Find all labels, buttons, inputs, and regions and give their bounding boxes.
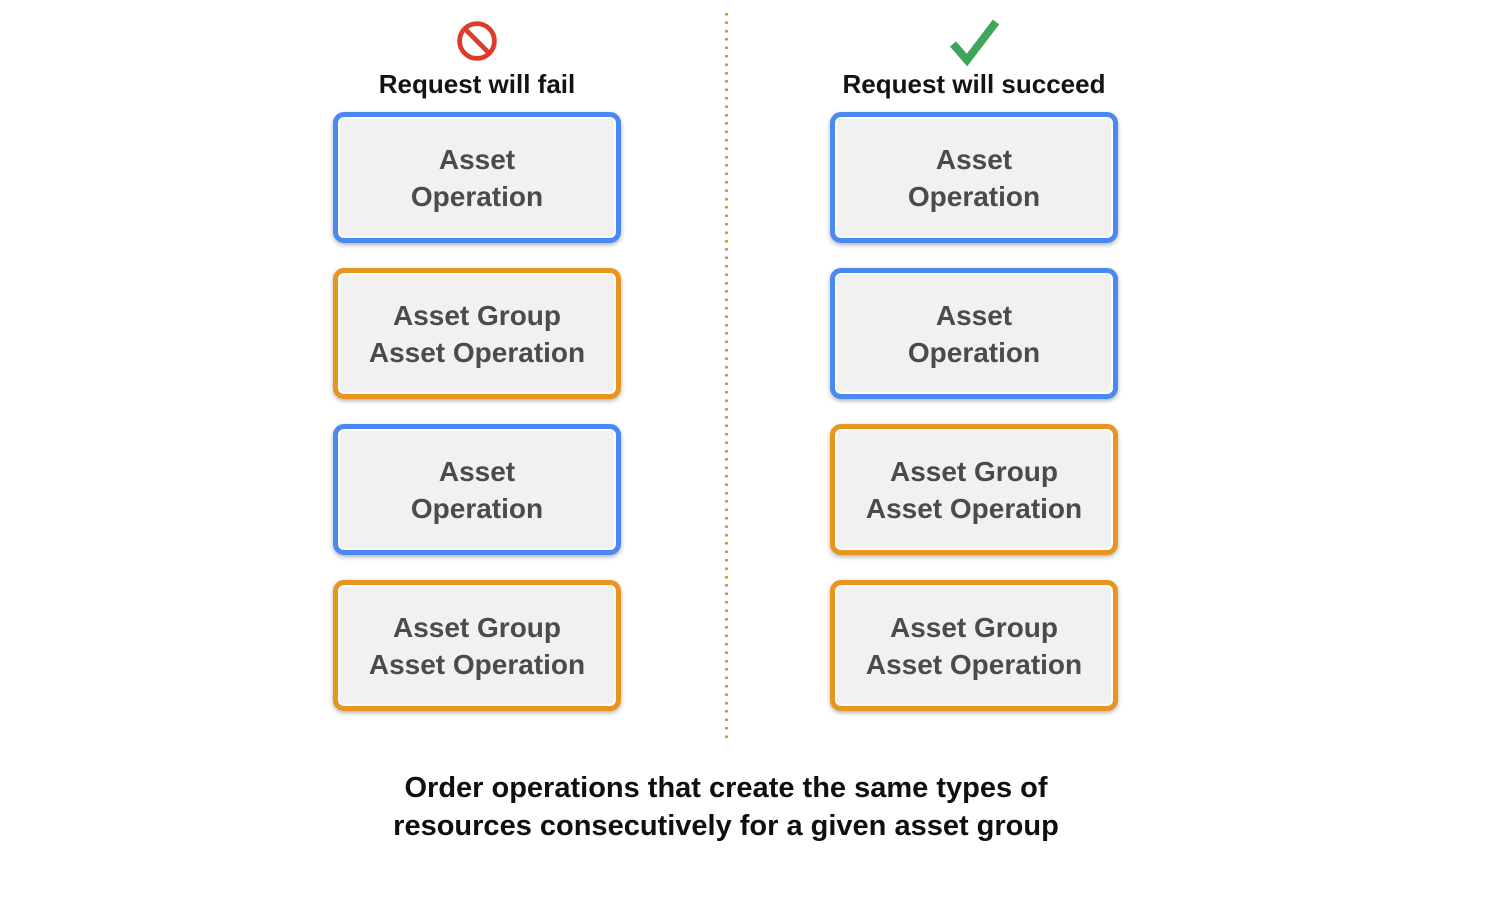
operation-box-label: Operation — [907, 336, 1041, 368]
operation-box-label: Asset Operation — [368, 648, 586, 680]
operation-box: Asset Group Asset Operation — [830, 424, 1118, 555]
fail-column-title: Request will fail — [378, 69, 576, 99]
prohibited-icon — [273, 14, 681, 68]
diagram-caption: Order operations that create the same ty… — [393, 769, 1059, 845]
succeed-column-title: Request will succeed — [842, 69, 1106, 99]
caption-line: resources consecutively for a given asse… — [393, 810, 1059, 842]
operation-box: Asset Group Asset Operation — [333, 580, 621, 711]
operation-box-label: Asset — [438, 455, 516, 487]
operation-box-label: Asset Group — [889, 455, 1059, 487]
operation-box-label: Asset — [935, 143, 1013, 175]
operation-box-label: Asset Group — [392, 299, 562, 331]
operation-box-label: Asset Operation — [865, 648, 1083, 680]
operation-box-label: Operation — [410, 180, 544, 212]
operation-box-label: Operation — [907, 180, 1041, 212]
operation-box: Asset Operation — [830, 268, 1118, 399]
caption-line: Order operations that create the same ty… — [404, 772, 1048, 804]
operation-box: Asset Operation — [333, 112, 621, 243]
operation-box-label: Asset — [935, 299, 1013, 331]
fail-column-header: Request will fail — [273, 14, 681, 100]
operation-box: Asset Group Asset Operation — [333, 268, 621, 399]
operation-box-label: Asset Group — [889, 611, 1059, 643]
fail-column: Request will fail Asset Operation Asset … — [333, 0, 621, 730]
operation-box-label: Asset Operation — [368, 336, 586, 368]
operation-box-label: Asset Operation — [865, 492, 1083, 524]
succeed-column-header: Request will succeed — [770, 14, 1178, 100]
operation-box: Asset Operation — [333, 424, 621, 555]
operation-box-label: Operation — [410, 492, 544, 524]
operation-box: Asset Group Asset Operation — [830, 580, 1118, 711]
operation-box-label: Asset Group — [392, 611, 562, 643]
operation-box: Asset Operation — [830, 112, 1118, 243]
succeed-column: Request will succeed Asset Operation Ass… — [830, 0, 1118, 730]
operation-box-label: Asset — [438, 143, 516, 175]
checkmark-icon — [770, 14, 1178, 68]
dotted-divider — [725, 13, 728, 739]
